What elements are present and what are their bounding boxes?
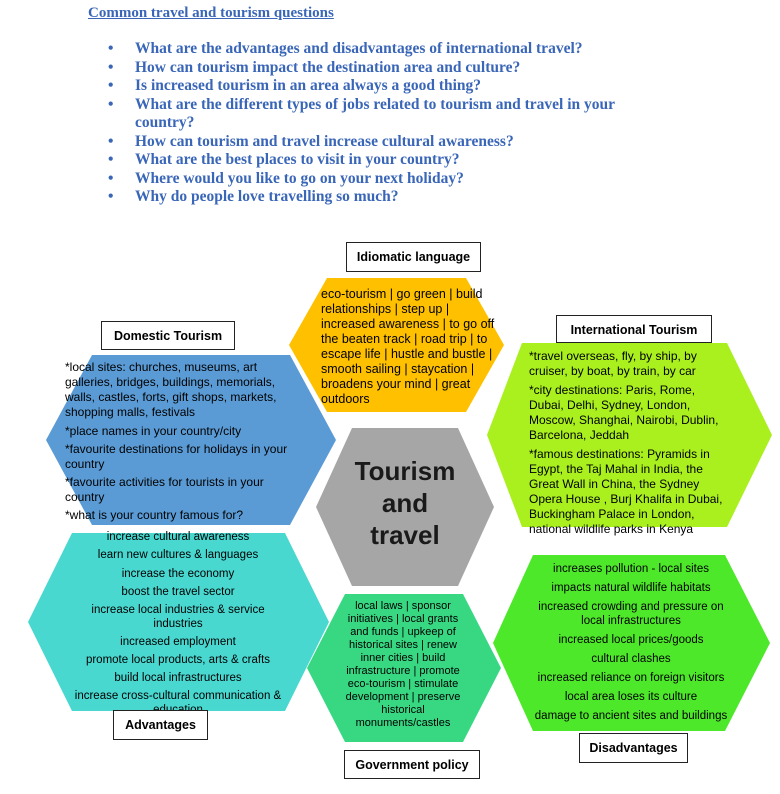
disadvantages-item: cultural clashes — [591, 653, 671, 665]
center-hexagon — [316, 428, 494, 586]
international-item: *famous destinations: Pyramids in Egypt,… — [529, 447, 723, 536]
idiomatic-text: eco-tourism | go green | build relations… — [321, 287, 495, 406]
advantages-item: increase the economy — [121, 568, 235, 580]
disadvantages-item: increased crowding and pressure on local… — [538, 601, 724, 627]
list-item: •Is increased tourism in an area always … — [108, 77, 482, 94]
international-content: *travel overseas, fly, by ship, by cruis… — [529, 349, 731, 537]
domestic-item: *what is your country famous for? — [65, 508, 244, 522]
questions-list: •What are the advantages and disadvantag… — [108, 40, 668, 207]
bullet-icon: • — [108, 132, 114, 150]
advantages-item: increase cultural awareness — [106, 531, 250, 543]
advantages-item: increased employment — [120, 636, 236, 648]
bullet-icon: • — [108, 151, 114, 168]
government-text: local laws | sponsor initiatives | local… — [345, 600, 461, 729]
advantages-item: promote local products, arts & crafts — [85, 654, 271, 666]
list-item: •What are the advantages and disadvantag… — [108, 40, 583, 57]
disadvantages-item: increased reliance on foreign visitors — [537, 672, 725, 684]
list-item: •What are the different types of jobs re… — [108, 95, 615, 132]
advantages-item: boost the travel sector — [121, 586, 235, 598]
advantages-hexagon — [28, 533, 329, 711]
bullet-icon: • — [108, 40, 114, 57]
list-item: •What are the best places to visit in yo… — [108, 151, 460, 168]
advantages-item: build local infrastructures — [114, 672, 242, 684]
bullet-icon: • — [108, 58, 114, 76]
disadvantages-hexagon — [493, 555, 770, 731]
domestic-content: *local sites: churches, museums, art gal… — [65, 360, 293, 523]
bullet-icon: • — [108, 95, 114, 113]
international-item: *travel overseas, fly, by ship, by cruis… — [529, 349, 697, 378]
label-advantages: Advantages — [113, 710, 208, 740]
domestic-item: *favourite destinations for holidays in … — [65, 442, 288, 471]
disadvantages-content: increases pollution - local sites impact… — [528, 562, 734, 723]
bullet-icon: • — [108, 77, 114, 94]
advantages-item: increase local industries & service indu… — [91, 604, 265, 630]
bullet-icon: • — [108, 169, 114, 187]
government-hexagon — [307, 594, 501, 742]
disadvantages-item: damage to ancient sites and buildings — [534, 710, 728, 722]
international-item: *city destinations: Paris, Rome, Dubai, … — [529, 383, 719, 442]
advantages-item: learn new cultures & languages — [97, 549, 259, 561]
idiomatic-hexagon — [289, 278, 504, 412]
label-domestic-tourism: Domestic Tourism — [101, 321, 235, 350]
domestic-item: *favourite activities for tourists in yo… — [65, 475, 264, 504]
bullet-icon: • — [108, 188, 114, 205]
list-item: •How can tourism and travel increase cul… — [108, 132, 514, 150]
label-government-policy: Government policy — [344, 750, 480, 779]
disadvantages-item: impacts natural wildlife habitats — [551, 582, 711, 594]
list-item: •How can tourism impact the destination … — [108, 58, 521, 76]
label-disadvantages: Disadvantages — [579, 733, 688, 763]
label-international-tourism: International Tourism — [556, 315, 712, 343]
advantages-content: increase cultural awareness learn new cu… — [70, 530, 286, 717]
disadvantages-item: increased local prices/goods — [558, 634, 704, 646]
list-item: •Why do people love travelling so much? — [108, 188, 399, 205]
domestic-item: *place names in your country/city — [65, 424, 242, 438]
center-title: Tourism and travel — [354, 456, 456, 550]
section-heading: Common travel and tourism questions — [88, 5, 334, 21]
international-hexagon — [487, 343, 772, 527]
list-item: •Where would you like to go on your next… — [108, 169, 464, 187]
disadvantages-item: increases pollution - local sites — [553, 563, 709, 575]
domestic-hexagon — [46, 355, 336, 525]
label-idiomatic-language: Idiomatic language — [346, 242, 481, 272]
domestic-item: *local sites: churches, museums, art gal… — [65, 360, 277, 419]
disadvantages-item: local area loses its culture — [564, 691, 698, 703]
